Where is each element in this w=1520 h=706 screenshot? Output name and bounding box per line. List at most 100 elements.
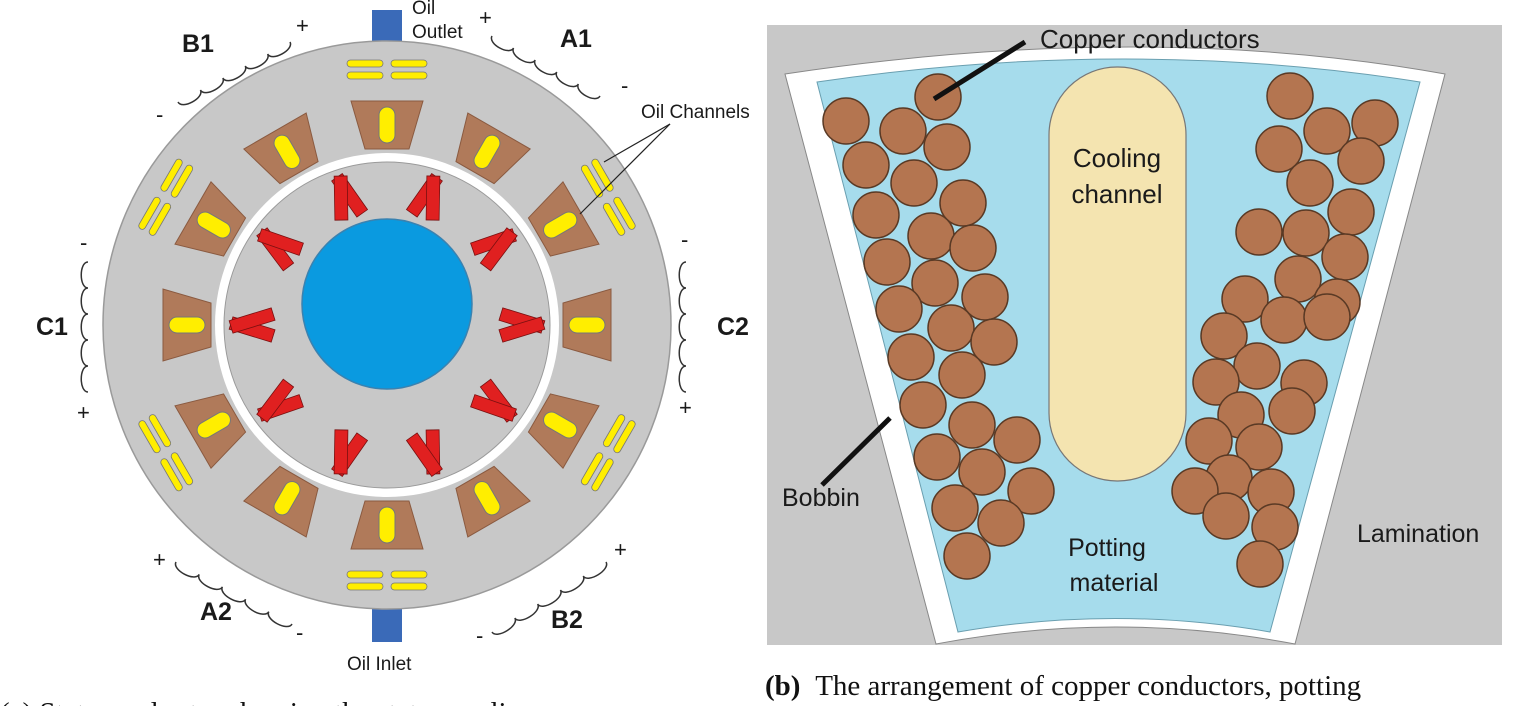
copper-conductor [1236,540,1284,588]
copper-conductor [927,304,975,352]
copper-conductor [899,381,947,429]
outer-oil-channels [138,59,636,591]
stator-slot [174,180,247,257]
outer-oil-channel [346,71,384,80]
magnet [498,316,546,343]
outer-oil-channel [591,158,614,192]
copper-conductor [863,238,911,286]
outer-oil-channel [602,414,626,448]
outer-channel-group [580,158,636,236]
phase-label-c1: C1 [36,313,68,341]
copper-conductor [1235,423,1283,471]
outer-oil-channel [613,420,636,454]
lamination-label: Lamination [1357,520,1479,548]
oil-channels-leader-2 [579,123,671,215]
copper-conductor [911,259,959,307]
slot-oil-channel [196,211,231,239]
outer-oil-channel [138,196,161,230]
copper-conductor [1007,467,1055,515]
outer-oil-channel [138,420,161,454]
b2-minus: - [476,623,483,648]
copper-conductor [875,285,923,333]
outer-oil-channel [346,570,384,579]
phase-coils [80,35,687,635]
magnet [228,307,276,334]
copper-conductor [977,499,1025,547]
b1-plus: + [296,13,309,38]
magnet [256,378,295,423]
oil-inlet-port [372,604,402,642]
a2-plus: + [153,547,166,572]
potting-label-2: material [1070,569,1159,597]
copper-conductor [931,484,979,532]
outer-oil-channel [170,452,194,486]
oil-outlet-port [372,10,402,46]
stator-slot [455,465,532,538]
copper-conductor [1266,72,1314,120]
outer-oil-channel [390,71,428,80]
stator-slot [162,288,212,362]
copper-conductor [958,448,1006,496]
c2-minus: - [681,227,688,252]
magnet [425,175,441,221]
copper-conductor [1202,492,1250,540]
copper-conductor [949,224,997,272]
phase-label-c2: C2 [717,313,749,341]
magnet [257,228,304,256]
shaft [301,218,473,390]
coil-a1 [490,35,601,100]
coil-b1 [177,41,292,106]
copper-conductor [907,212,955,260]
a1-minus: - [621,73,628,98]
coil-a2 [174,561,293,628]
copper-conductor [970,318,1018,366]
outer-oil-channel [160,458,183,492]
outer-oil-channel [170,164,194,198]
copper-conductor [993,416,1041,464]
potting-label-1: Potting [1068,534,1146,562]
outer-channel-group [138,414,194,492]
copper-conductor [1235,208,1283,256]
stator-slot [527,180,600,257]
oil-inlet-label: Oil Inlet [347,654,412,675]
phase-label-b2: B2 [551,606,583,634]
outer-channel-group [346,59,428,80]
copper-conductor [1337,137,1385,185]
copper-conductor [1185,417,1233,465]
outer-channel-group [346,570,428,591]
slot-oil-channel [196,411,231,439]
copper-conductor [961,273,1009,321]
magnet [333,175,349,221]
copper-conductor [923,123,971,171]
a1-plus: + [479,5,492,30]
slot-oil-channel [473,134,501,169]
stator-slot [242,112,319,185]
bobbin-leader [820,416,892,487]
copper-conductor [939,179,987,227]
b2-plus: + [614,537,627,562]
magnet-pair [257,175,349,256]
copper-conductors [822,72,1399,588]
copper-leader [932,39,1027,102]
copper-conductor [1268,387,1316,435]
cooling-label-1: Cooling [1073,143,1161,173]
oil-outlet-label-2: Outlet [412,22,463,43]
slot-oil-channel [168,316,206,334]
copper-conductor [943,532,991,580]
stator-rotor-diagram: Oil Outlet Oil Inlet Oil Channels A1 B1 … [0,0,750,706]
slot-oil-channel [273,134,301,169]
phase-label-a1: A1 [560,25,592,53]
copper-conductor [822,97,870,145]
outer-oil-channel [591,458,614,492]
cooling-channel [1048,66,1187,482]
caption-b-prefix: (b) [765,670,800,702]
oil-outlet-label-1: Oil [412,0,435,19]
stator-slot [455,112,532,185]
copper-conductor [1274,255,1322,303]
copper-conductor [1327,188,1375,236]
copper-conductor [1255,125,1303,173]
phase-label-b1: B1 [182,30,214,58]
stator-slot [350,500,424,550]
coil-c1 [80,261,89,393]
slot-oil-channel [543,411,578,439]
